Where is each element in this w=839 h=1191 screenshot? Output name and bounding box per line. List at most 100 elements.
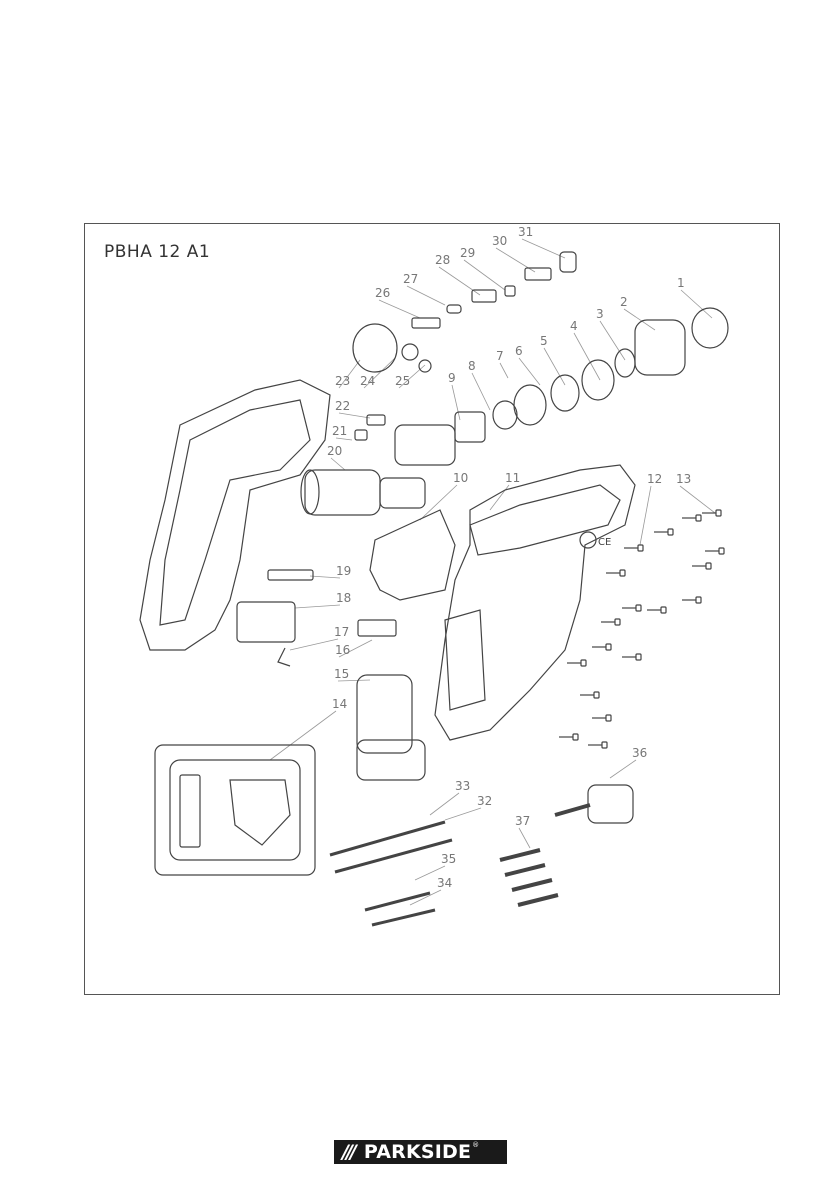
leader-line [379, 300, 420, 318]
callout-11: 11 [505, 471, 520, 485]
screw-head [620, 570, 625, 576]
leader-line [500, 363, 508, 378]
screw-head [696, 515, 701, 521]
battery-pack-top [357, 675, 412, 753]
bushing [560, 252, 576, 272]
leader-line [600, 321, 625, 360]
leader-line [680, 486, 715, 513]
callout-27: 27 [403, 272, 418, 286]
callout-15: 15 [334, 667, 349, 681]
screw-head [581, 660, 586, 666]
callout-19: 19 [336, 564, 351, 578]
adapter-chuck [588, 785, 633, 823]
leader-line [452, 385, 460, 420]
screw-head [719, 548, 724, 554]
spring [447, 305, 461, 313]
screw-head [668, 529, 673, 535]
callout-29: 29 [460, 246, 475, 260]
leader-line [472, 373, 490, 410]
pin [505, 286, 515, 296]
switch-module [237, 602, 295, 642]
screw-head [573, 734, 578, 740]
drive-gear-assembly [395, 425, 455, 465]
plate [525, 268, 551, 280]
screw-head [636, 654, 641, 660]
callout-36: 36 [632, 746, 647, 760]
callout-7: 7 [496, 349, 504, 363]
leader-line [430, 793, 459, 815]
callout-6: 6 [515, 344, 523, 358]
charger-body [155, 745, 315, 875]
callout-3: 3 [596, 307, 604, 321]
screw-head [638, 545, 643, 551]
drill-housing [435, 465, 635, 740]
switch-cover [268, 570, 313, 580]
connector [355, 430, 367, 440]
leader-line [464, 260, 505, 290]
logo-slashes: /// [334, 1141, 354, 1163]
front-cap [692, 308, 728, 348]
cable-loop [370, 510, 455, 600]
ring-part [514, 385, 546, 425]
screw-head [594, 692, 599, 698]
leader-line [445, 808, 481, 820]
leader-line [339, 413, 370, 418]
leader-line [295, 605, 340, 608]
screw-head [716, 510, 721, 516]
callout-37: 37 [515, 814, 530, 828]
callout-30: 30 [492, 234, 507, 248]
terminal-block [367, 415, 385, 425]
ring-part [551, 375, 579, 411]
screw-head [636, 605, 641, 611]
leader-line [681, 290, 712, 318]
callout-21: 21 [332, 424, 347, 438]
callout-9: 9 [448, 371, 456, 385]
callout-31: 31 [518, 225, 533, 239]
charger-label-strip [180, 775, 200, 847]
callout-10: 10 [453, 471, 468, 485]
chisel-bit [512, 880, 552, 890]
battery-pack-base [357, 740, 425, 780]
clutch-disc [353, 324, 397, 372]
logo-registered-mark: ® [472, 1141, 479, 1149]
leader-line [610, 760, 636, 778]
callout-5: 5 [540, 334, 548, 348]
callout-33: 33 [455, 779, 470, 793]
callout-17: 17 [334, 625, 349, 639]
callout-12: 12 [647, 472, 662, 486]
gearbox-body [380, 478, 425, 508]
callout-1: 1 [677, 276, 685, 290]
screw-head [602, 742, 607, 748]
drill-bit [365, 893, 430, 910]
screw-head [615, 619, 620, 625]
callout-28: 28 [435, 253, 450, 267]
ring-part [493, 401, 517, 429]
leader-line [522, 239, 565, 258]
drill-bit [335, 840, 452, 872]
selector-slide [412, 318, 440, 328]
callout-23: 23 [335, 374, 350, 388]
switch-spring [278, 648, 290, 666]
callout-24: 24 [360, 374, 375, 388]
screw-head [696, 597, 701, 603]
housing-half-inner [160, 400, 310, 625]
parkside-logo: /// PARKSIDE ® [334, 1140, 507, 1164]
screw-head [606, 644, 611, 650]
screw-head [661, 607, 666, 613]
callout-34: 34 [437, 876, 452, 890]
callout-25: 25 [395, 374, 410, 388]
charger-socket [230, 780, 290, 845]
screw-head [606, 715, 611, 721]
nut [419, 360, 431, 372]
chisel-bit [505, 865, 545, 875]
callout-2: 2 [620, 295, 628, 309]
callout-20: 20 [327, 444, 342, 458]
drill-grip [445, 610, 485, 710]
ce-mark: CE [598, 537, 611, 548]
adapter-shank [555, 805, 590, 815]
leader-line [519, 358, 540, 385]
callout-16: 16 [335, 643, 350, 657]
screw-head [706, 563, 711, 569]
leader-line [544, 348, 565, 385]
